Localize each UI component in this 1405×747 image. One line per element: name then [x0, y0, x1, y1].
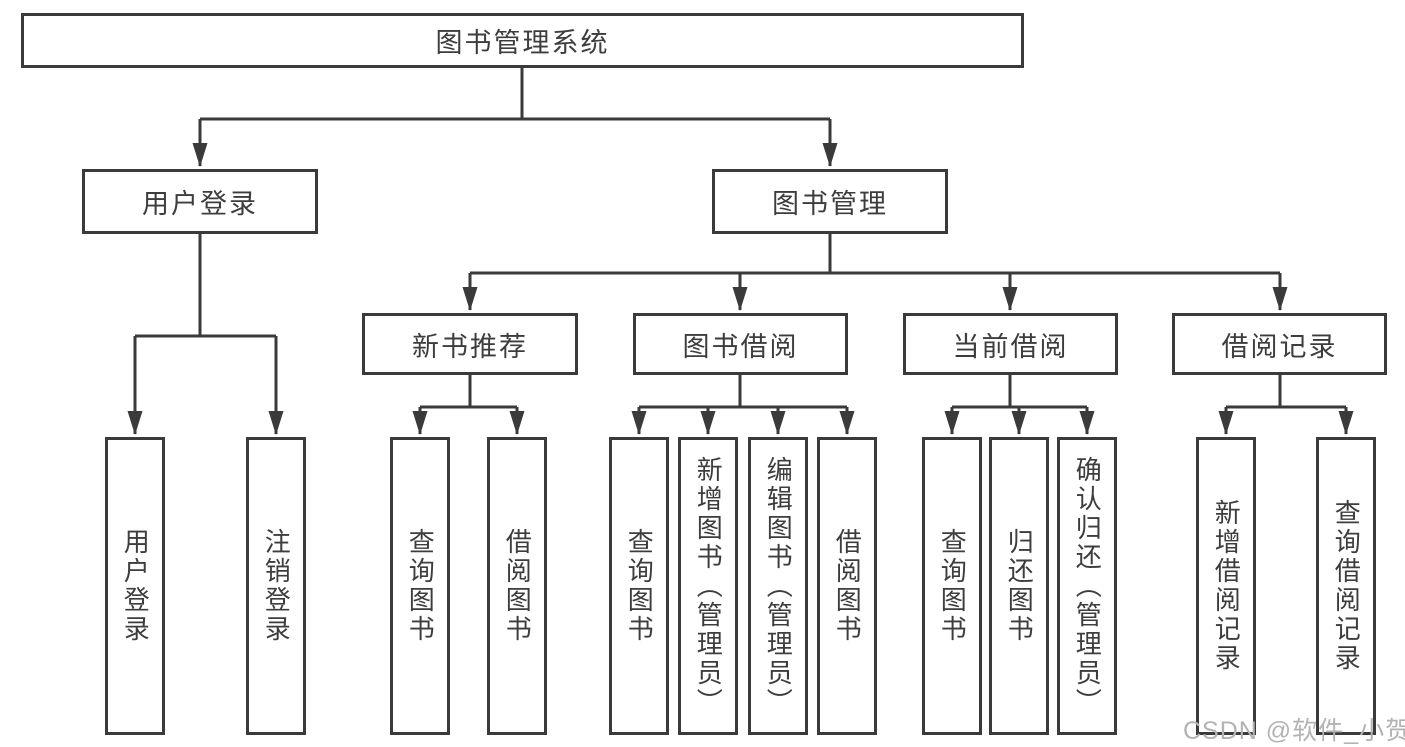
leaf-user-login-label: 用户登录	[120, 528, 151, 644]
leaf-records-search-record: 查询借阅记录	[1316, 437, 1376, 735]
node-new-book-recommend: 新书推荐	[362, 313, 578, 375]
leaf-borrow-edit-book-admin-label: 编辑图书（管理员）	[763, 455, 794, 717]
node-root: 图书管理系统	[21, 13, 1024, 68]
node-current-borrow: 当前借阅	[903, 313, 1118, 375]
leaf-user-login: 用户登录	[105, 437, 165, 735]
leaf-records-search-record-label: 查询借阅记录	[1331, 499, 1362, 673]
node-borrow-records-label: 借阅记录	[1221, 331, 1338, 362]
leaf-borrow-borrow-book-label: 借阅图书	[832, 528, 863, 644]
leaf-current-search-book: 查询图书	[922, 437, 982, 735]
leaf-records-add-record-label: 新增借阅记录	[1211, 499, 1242, 673]
leaf-borrow-search-book-label: 查询图书	[624, 528, 655, 644]
leaf-records-add-record: 新增借阅记录	[1196, 437, 1256, 735]
leaf-current-search-book-label: 查询图书	[937, 528, 968, 644]
leaf-recommend-borrow-book-label: 借阅图书	[502, 528, 533, 644]
node-book-borrow-label: 图书借阅	[682, 331, 799, 362]
leaf-borrow-add-book-admin: 新增图书（管理员）	[678, 437, 738, 735]
node-user-login: 用户登录	[82, 169, 318, 234]
leaf-borrow-add-book-admin-label: 新增图书（管理员）	[693, 455, 724, 717]
leaf-borrow-edit-book-admin: 编辑图书（管理员）	[748, 437, 808, 735]
leaf-current-return-book-label: 归还图书	[1004, 528, 1035, 644]
leaf-borrow-borrow-book: 借阅图书	[817, 437, 877, 735]
node-root-label: 图书管理系统	[435, 28, 610, 58]
leaf-recommend-search-book-label: 查询图书	[405, 528, 436, 644]
leaf-logout: 注销登录	[246, 437, 306, 735]
node-current-borrow-label: 当前借阅	[952, 331, 1069, 362]
node-book-management-label: 图书管理	[772, 189, 888, 219]
leaf-current-confirm-return-admin-label: 确认归还（管理员）	[1072, 455, 1103, 717]
leaf-recommend-borrow-book: 借阅图书	[487, 437, 547, 735]
leaf-recommend-search-book: 查询图书	[390, 437, 450, 735]
node-user-login-label: 用户登录	[142, 189, 258, 219]
node-borrow-records: 借阅记录	[1172, 313, 1387, 375]
node-new-book-recommend-label: 新书推荐	[412, 331, 528, 362]
leaf-logout-label: 注销登录	[261, 528, 292, 644]
leaf-current-return-book: 归还图书	[989, 437, 1049, 735]
node-book-borrow: 图书借阅	[633, 313, 848, 375]
leaf-current-confirm-return-admin: 确认归还（管理员）	[1057, 437, 1117, 735]
leaf-borrow-search-book: 查询图书	[609, 437, 669, 735]
node-book-management: 图书管理	[712, 169, 948, 234]
